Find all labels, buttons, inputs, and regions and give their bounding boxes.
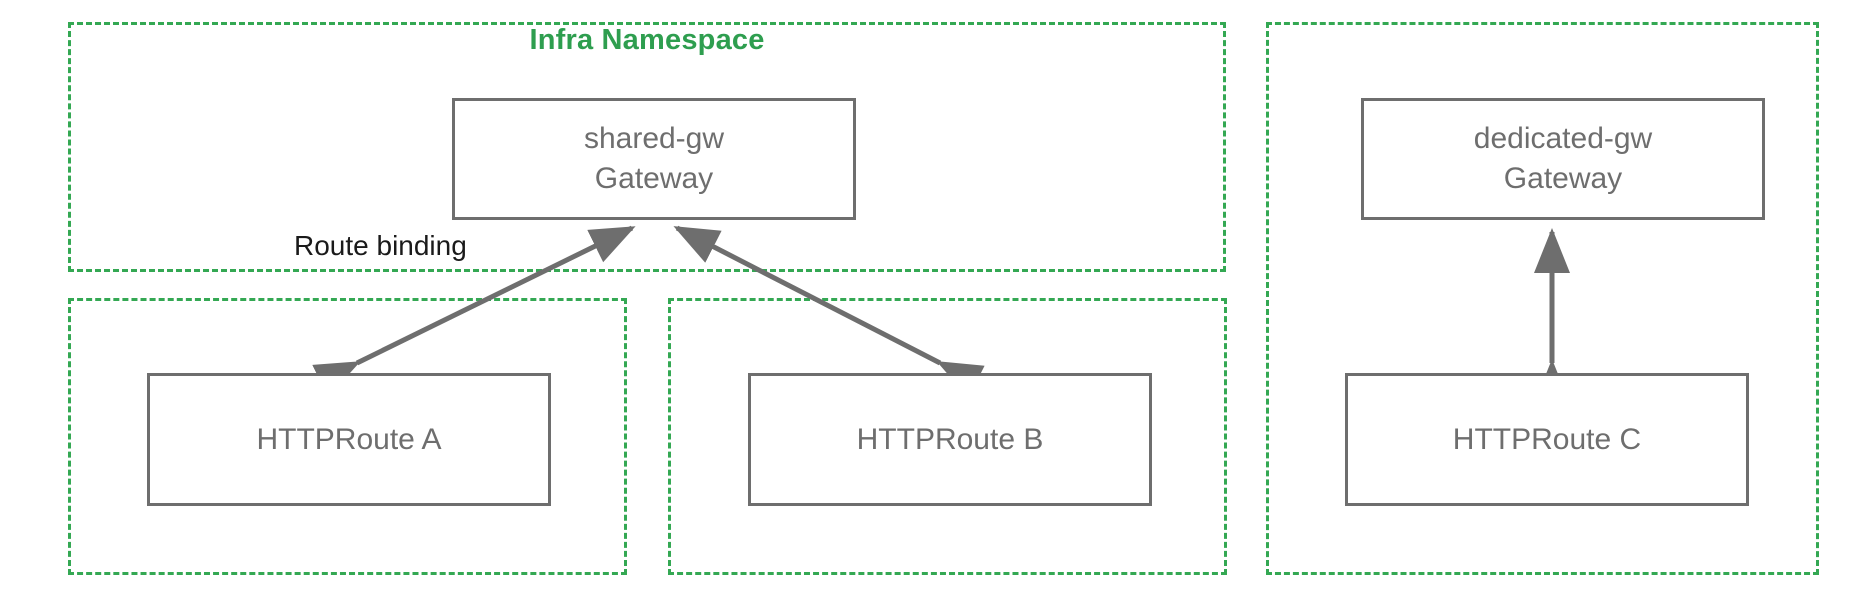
namespace-region-infra <box>68 22 1226 272</box>
node-httproute-a[interactable]: HTTPRoute A <box>147 373 551 506</box>
node-dedicated-gw-gateway[interactable]: dedicated-gw Gateway <box>1361 98 1765 220</box>
node-httproute-b[interactable]: HTTPRoute B <box>748 373 1152 506</box>
namespace-label-infra: Infra Namespace <box>529 24 765 56</box>
node-shared-gw-line2: Gateway <box>594 162 714 195</box>
namespace-region-c <box>1266 22 1819 575</box>
node-shared-gw-gateway[interactable]: shared-gw Gateway <box>452 98 856 220</box>
node-shared-gw-line1: shared-gw <box>583 122 725 156</box>
node-httproute-a-label: HTTPRoute A <box>256 422 442 456</box>
node-httproute-c-label: HTTPRoute C <box>1452 422 1642 456</box>
edge-label-route-binding: Route binding <box>294 230 467 261</box>
node-httproute-b-label: HTTPRoute B <box>856 422 1044 456</box>
node-dedicated-gw-line1: dedicated-gw <box>1473 122 1653 156</box>
node-httproute-c[interactable]: HTTPRoute C <box>1345 373 1749 506</box>
node-dedicated-gw-line2: Gateway <box>1503 162 1623 195</box>
